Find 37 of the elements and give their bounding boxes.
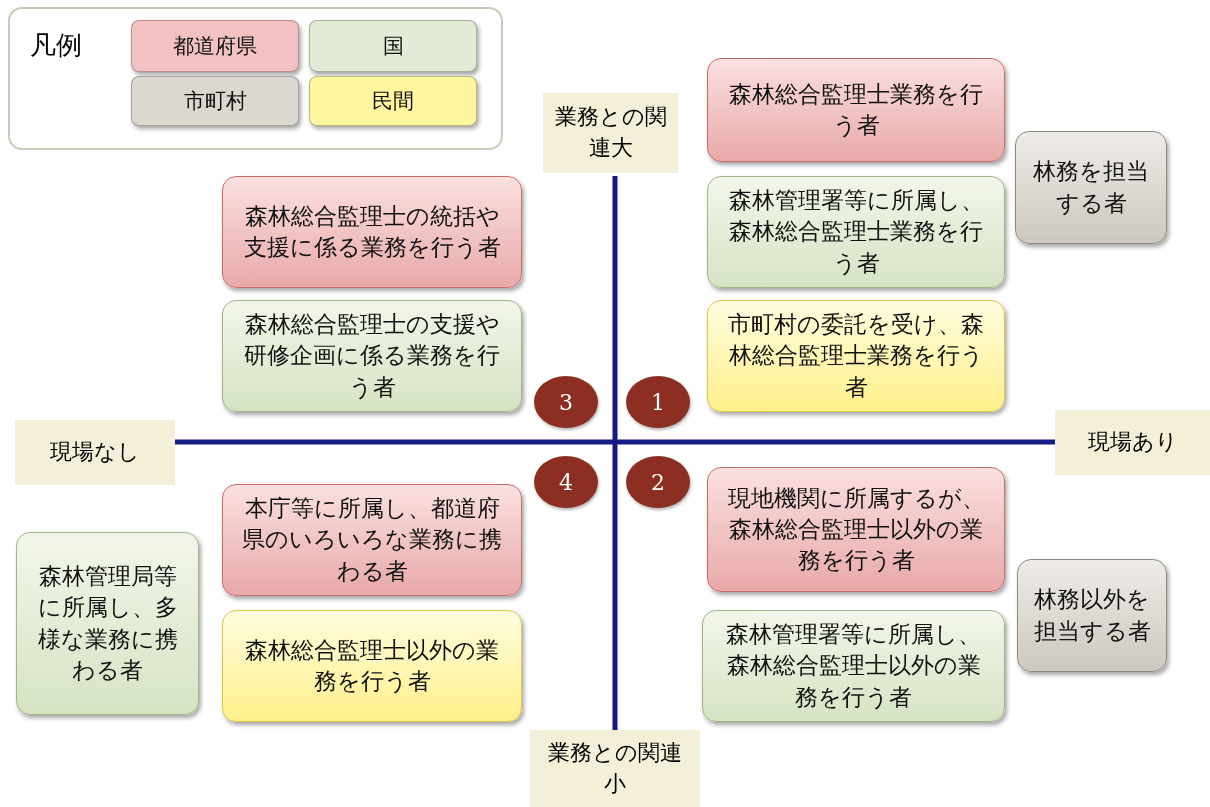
role-text: 現地機関に所属するが、森林総合監理士以外の業務を行う者	[726, 483, 986, 575]
role-card	[707, 176, 1005, 288]
quadrant-number: 4	[534, 456, 598, 508]
role-card	[222, 610, 522, 722]
role-text: 林務を担当する者	[1032, 157, 1150, 218]
quadrant-number: 3	[534, 376, 598, 428]
role-text: 森林総合監理士の統括や支援に係る業務を行う者	[242, 201, 502, 262]
role-text: 森林管理署等に所属し、森林総合監理士業務を行う者	[727, 186, 985, 278]
role-card	[702, 610, 1005, 722]
role-text: 本庁等に所属し、都道府県のいろいろな業務に携わる者	[241, 494, 503, 586]
role-card	[222, 300, 522, 412]
role-card	[222, 484, 522, 596]
role-text: 森林管理署等に所属し、森林総合監理士以外の業務を行う者	[725, 620, 982, 712]
role-text: 森林管理局等に所属し、多様な業務に携わる者	[36, 562, 179, 685]
role-card	[1017, 559, 1167, 672]
quadrant-number: 1	[626, 376, 690, 428]
axis-label: 現場あり	[1055, 410, 1210, 475]
role-card	[222, 176, 522, 288]
role-text: 森林総合監理士の支援や研修企画に係る業務を行う者	[243, 310, 501, 402]
legend-title: 凡例	[30, 29, 83, 62]
role-card	[707, 300, 1005, 412]
axis-label: 現場なし	[15, 420, 175, 485]
role-card	[16, 532, 199, 715]
role-text: 林務以外を担当する者	[1032, 585, 1152, 646]
role-text: 森林総合監理士以外の業務を行う者	[244, 635, 500, 696]
legend-swatch: 民間	[309, 76, 477, 126]
role-card	[707, 58, 1005, 162]
quadrant-number: 2	[626, 456, 690, 508]
role-text: 市町村の委託を受け、森林総合監理士業務を行う者	[727, 310, 985, 402]
role-card	[707, 467, 1005, 592]
axis-label: 業務との関連小	[530, 730, 700, 807]
legend-swatch: 国	[309, 20, 477, 72]
axis-label: 業務との関連大	[543, 93, 678, 173]
legend-swatch: 市町村	[131, 76, 299, 126]
role-card	[1015, 131, 1167, 244]
legend-swatch: 都道府県	[131, 20, 299, 72]
role-text: 森林総合監理士業務を行う者	[728, 79, 984, 140]
